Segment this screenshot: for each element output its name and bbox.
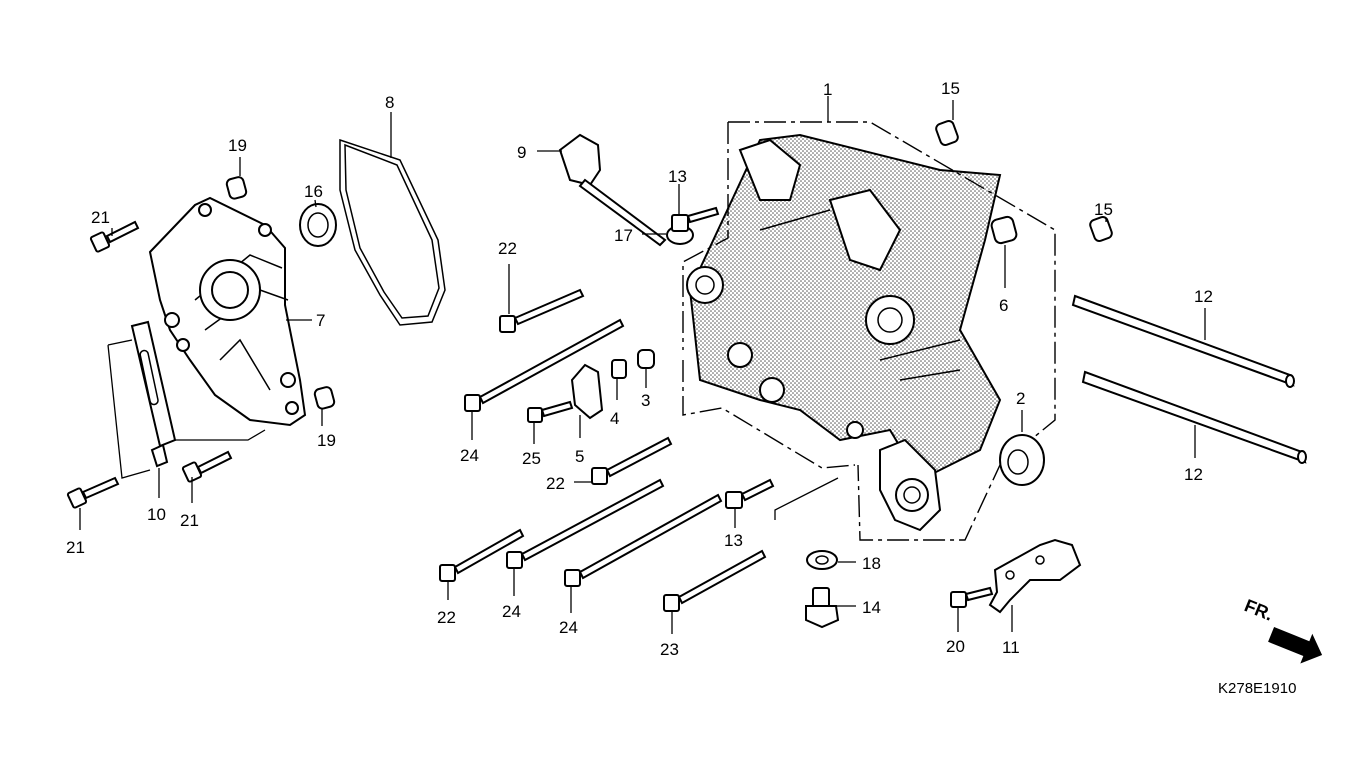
label-5: 5 [575,447,584,466]
long-bolt-22a [499,288,585,333]
clamp-bracket-11 [988,538,1082,614]
front-direction-label: FR. [1242,595,1276,624]
label-22b: 22 [546,474,565,493]
label-13a: 13 [668,167,687,186]
bolt-21a [89,220,140,253]
stud-bolt-12b [1081,370,1307,464]
bolt-25 [527,400,574,423]
dowel-pin-15b [1089,215,1113,243]
label-7: 7 [316,311,325,330]
long-bolt-22b [591,436,673,485]
oil-seal-16 [299,203,337,247]
label-12a: 12 [1194,287,1213,306]
dowel-pin-19a [225,176,248,200]
drawing-code: K278E1910 [1218,680,1296,697]
label-11: 11 [1002,638,1020,657]
guide-plate-part [130,320,177,468]
dowel-pin-19b [313,386,336,410]
dowel-pin-15a [935,119,959,147]
crankcase-1 [686,133,1002,532]
label-22c: 22 [437,608,456,627]
plunger-3 [637,349,655,369]
gasket-8 [339,138,446,326]
label-16: 16 [304,182,323,201]
long-bolt-23 [663,549,767,612]
bolt-21b [181,450,233,483]
label-4: 4 [610,409,619,428]
label-25: 25 [522,449,541,468]
label-2: 2 [1016,389,1025,408]
long-bolt-22c [439,528,525,582]
label-9: 9 [517,143,526,162]
label-18: 18 [862,554,881,573]
label-19b: 19 [317,431,336,450]
label-14: 14 [862,598,881,617]
bolt-21c [66,476,120,509]
label-15b: 15 [1094,200,1113,219]
leader-lines [79,96,1206,634]
label-21c: 21 [66,538,85,557]
front-direction-indicator: FR. [1242,595,1323,664]
washer-18 [806,550,838,570]
label-23: 23 [660,640,679,659]
label-24a: 24 [460,446,479,465]
label-6: 6 [999,296,1008,315]
label-21a: 21 [91,208,110,227]
oil-seal-2 [999,434,1045,486]
label-22a: 22 [498,239,517,258]
bracket-outline [107,339,266,479]
bolt-13a [671,206,720,232]
label-13b: 13 [724,531,743,550]
label-24b: 24 [502,602,521,621]
dowel-pin-6 [990,215,1018,245]
bolt-13b [725,478,775,509]
part-labels: 1 2 3 4 5 6 7 8 9 10 11 12 12 13 13 14 1… [66,79,1213,659]
long-bolt-24c [564,493,723,587]
label-20: 20 [946,637,965,656]
setting-plate-5 [570,363,604,420]
label-8: 8 [385,93,394,112]
case-cover-part [148,196,307,427]
label-12b: 12 [1184,465,1203,484]
label-19a: 19 [228,136,247,155]
label-3: 3 [641,391,650,410]
front-arrow-icon [1268,626,1323,664]
stud-bolt-12a [1071,294,1295,388]
long-bolt-24b [506,478,665,569]
label-15a: 15 [941,79,960,98]
label-21b: 21 [180,511,199,530]
spring-4 [611,359,627,379]
label-24c: 24 [559,618,578,637]
label-10: 10 [147,505,166,524]
label-17: 17 [614,226,633,245]
oil-dipstick-9 [558,133,667,247]
label-1: 1 [823,80,832,99]
bolt-20 [950,586,994,608]
drain-bolt-14 [805,587,840,629]
